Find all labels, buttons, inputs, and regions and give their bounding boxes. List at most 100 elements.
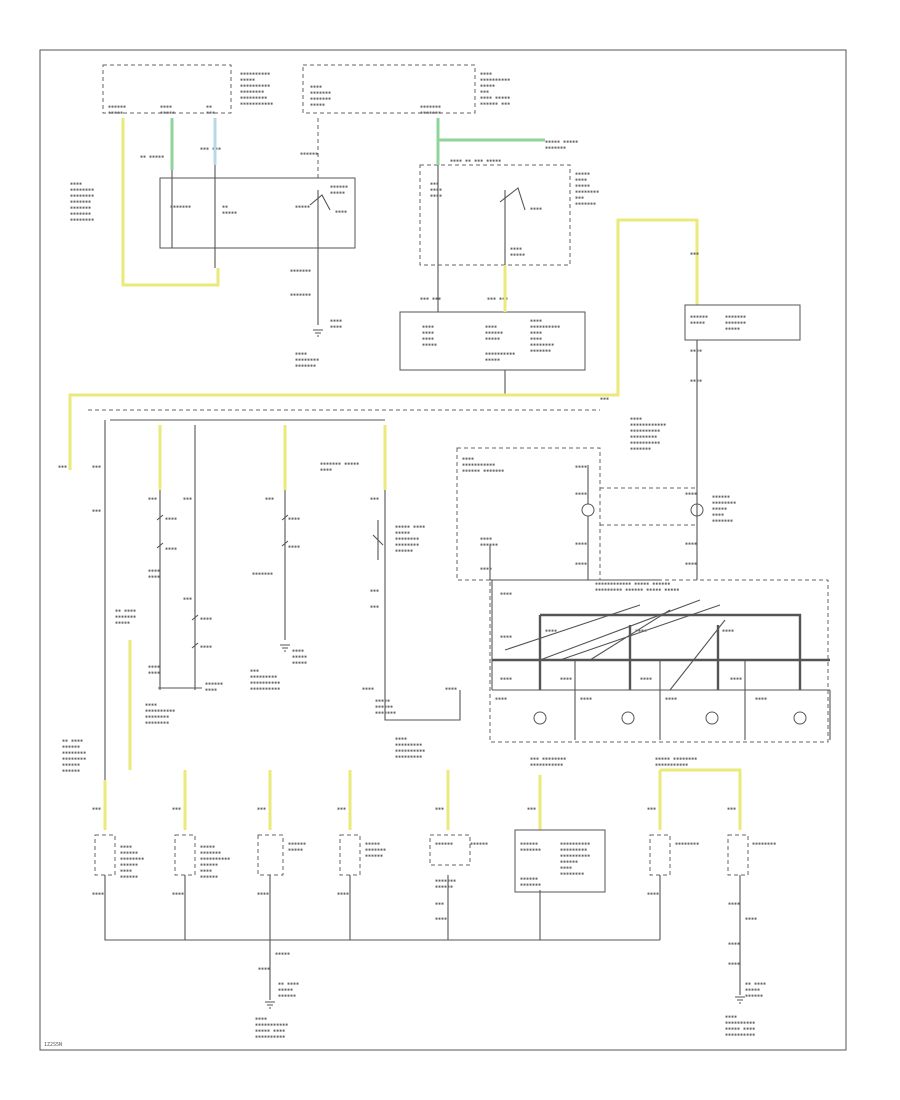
svg-text:▪▪▪: ▪▪▪: [527, 806, 536, 812]
svg-text:▪▪▪: ▪▪▪: [92, 508, 101, 514]
svg-text:▪▪▪▪▪▪▪▪▪▪: ▪▪▪▪▪▪▪▪▪▪: [395, 748, 425, 754]
svg-text:▪▪▪▪: ▪▪▪▪: [422, 330, 434, 336]
svg-text:▪▪▪▪: ▪▪▪▪: [330, 318, 342, 324]
wire-yellow-main-bus: [68, 393, 505, 470]
svg-text:▪▪▪: ▪▪▪: [183, 496, 192, 502]
svg-text:▪▪▪▪▪▪▪: ▪▪▪▪▪▪▪: [575, 201, 596, 207]
svg-text:▪▪▪▪▪▪▪▪▪▪: ▪▪▪▪▪▪▪▪▪▪: [145, 708, 175, 714]
svg-text:▪▪▪▪: ▪▪▪▪: [480, 71, 492, 77]
right-feed: ▪▪▪ ▪▪▪▪▪▪ ▪▪▪▪▪ ▪▪▪▪▪▪▪ ▪▪▪▪▪▪▪ ▪▪▪▪▪ ▪…: [68, 218, 801, 488]
svg-text:▪▪▪▪: ▪▪▪▪: [422, 336, 434, 342]
svg-text:▪▪▪▪: ▪▪▪▪: [640, 676, 652, 682]
svg-text:▪▪▪▪▪▪▪: ▪▪▪▪▪▪▪: [712, 518, 733, 524]
svg-text:▪▪▪: ▪▪▪: [727, 806, 736, 812]
svg-text:▪▪▪▪▪▪▪: ▪▪▪▪▪▪▪: [530, 348, 551, 354]
svg-text:▪▪▪: ▪▪▪: [647, 806, 656, 812]
svg-text:▪▪▪▪▪▪▪▪▪▪: ▪▪▪▪▪▪▪▪▪▪: [725, 1020, 755, 1026]
svg-text:▪▪▪▪▪▪▪▪: ▪▪▪▪▪▪▪▪: [62, 756, 86, 762]
svg-text:▪▪▪▪▪▪: ▪▪▪▪▪▪: [470, 841, 488, 847]
svg-text:▪▪▪: ▪▪▪: [257, 806, 266, 812]
svg-text:▪▪▪▪: ▪▪▪▪: [330, 324, 342, 330]
svg-text:▪▪▪▪▪ ▪▪▪▪: ▪▪▪▪▪ ▪▪▪▪: [725, 1026, 755, 1032]
lamp-7: [649, 834, 671, 876]
switch-contact: [309, 194, 331, 211]
svg-text:▪▪▪ ▪▪▪: ▪▪▪ ▪▪▪: [487, 296, 508, 302]
svg-text:▪▪▪▪▪▪▪: ▪▪▪▪▪▪▪: [520, 847, 541, 853]
svg-text:▪▪▪▪: ▪▪▪▪: [530, 206, 542, 212]
svg-text:▪▪▪▪▪ ▪▪▪▪▪▪▪▪: ▪▪▪▪▪ ▪▪▪▪▪▪▪▪: [655, 756, 697, 762]
svg-text:▪▪▪▪: ▪▪▪▪: [430, 187, 442, 193]
svg-text:▪▪▪▪: ▪▪▪▪: [510, 246, 522, 252]
svg-text:▪▪▪▪: ▪▪▪▪: [530, 318, 542, 324]
svg-text:▪▪▪▪▪▪▪▪▪▪: ▪▪▪▪▪▪▪▪▪▪: [240, 83, 270, 89]
svg-text:▪▪▪▪: ▪▪▪▪: [165, 516, 177, 522]
svg-text:▪▪▪▪: ▪▪▪▪: [690, 348, 702, 354]
svg-text:▪▪▪▪: ▪▪▪▪: [575, 561, 587, 567]
svg-text:▪▪▪▪▪▪▪▪: ▪▪▪▪▪▪▪▪: [712, 500, 736, 506]
svg-text:▪▪▪▪▪▪▪▪▪ ▪▪▪▪▪▪ ▪▪▪▪▪ ▪▪▪▪▪: ▪▪▪▪▪▪▪▪▪ ▪▪▪▪▪▪ ▪▪▪▪▪ ▪▪▪▪▪: [595, 587, 679, 593]
svg-text:▪▪▪▪: ▪▪▪▪: [712, 512, 724, 518]
svg-text:▪▪▪▪: ▪▪▪▪: [722, 628, 734, 634]
svg-text:▪▪▪▪: ▪▪▪▪: [545, 628, 557, 634]
svg-text:▪▪▪▪▪▪▪▪▪▪: ▪▪▪▪▪▪▪▪▪▪: [480, 77, 510, 83]
right-feed-labels: ▪▪▪ ▪▪▪▪▪▪ ▪▪▪▪▪ ▪▪▪▪▪▪▪ ▪▪▪▪▪▪▪ ▪▪▪▪▪ ▪…: [600, 251, 746, 452]
svg-text:▪▪▪▪▪▪▪▪▪: ▪▪▪▪▪▪▪▪▪: [630, 434, 657, 440]
bottom-lamp-labels: ▪▪▪ ▪▪▪ ▪▪▪ ▪▪▪ ▪▪▪ ▪▪▪ ▪▪▪ ▪▪▪ ▪▪▪▪ ▪▪▪…: [92, 756, 776, 1040]
svg-text:▪▪▪▪▪▪▪▪▪▪: ▪▪▪▪▪▪▪▪▪▪: [250, 680, 280, 686]
svg-text:▪▪▪: ▪▪▪: [575, 195, 584, 201]
grid-bulb-2: [621, 711, 635, 725]
svg-text:▪▪▪▪▪▪▪▪: ▪▪▪▪▪▪▪▪: [145, 720, 169, 726]
svg-text:▪▪▪▪▪▪▪▪: ▪▪▪▪▪▪▪▪: [62, 750, 86, 756]
svg-text:▪▪▪▪: ▪▪▪▪: [205, 687, 217, 693]
svg-text:▪▪ ▪▪▪▪: ▪▪ ▪▪▪▪: [745, 981, 766, 987]
svg-text:▪▪▪▪▪▪▪▪▪▪▪: ▪▪▪▪▪▪▪▪▪▪▪: [462, 462, 495, 468]
svg-text:▪▪▪▪: ▪▪▪▪: [728, 901, 740, 907]
svg-text:▪▪▪▪▪▪: ▪▪▪▪▪▪: [120, 862, 138, 868]
svg-text:▪▪▪▪▪▪▪▪▪▪: ▪▪▪▪▪▪▪▪▪▪: [255, 1034, 285, 1040]
svg-text:▪▪▪▪▪: ▪▪▪▪▪: [108, 110, 123, 116]
fuse-block-outline: [102, 64, 232, 114]
middle-bus: ▪▪▪ ▪▪▪ ▪▪▪ ▪▪▪ ▪▪▪▪ ▪▪▪▪ ▪▪▪▪ ▪▪▪▪ ▪▪▪ …: [58, 409, 600, 780]
svg-text:▪▪▪▪: ▪▪▪▪: [200, 616, 212, 622]
svg-text:▪▪▪▪: ▪▪▪▪: [310, 84, 322, 90]
svg-text:▪▪▪▪▪▪▪: ▪▪▪▪▪▪▪: [725, 314, 746, 320]
svg-text:▪▪▪▪▪▪▪▪▪▪▪: ▪▪▪▪▪▪▪▪▪▪▪: [655, 762, 688, 768]
svg-text:▪▪▪: ▪▪▪: [430, 181, 439, 187]
svg-text:▪▪▪▪▪▪: ▪▪▪▪▪▪: [330, 184, 348, 190]
svg-text:▪▪▪▪: ▪▪▪▪: [485, 324, 497, 330]
svg-text:▪▪▪▪: ▪▪▪▪: [148, 574, 160, 580]
svg-text:▪▪▪: ▪▪▪: [172, 806, 181, 812]
svg-text:▪▪▪▪: ▪▪▪▪: [685, 541, 697, 547]
svg-text:▪▪▪▪: ▪▪▪▪: [530, 330, 542, 336]
center-fuse-outline: [302, 64, 476, 114]
svg-text:▪▪▪▪▪▪▪▪: ▪▪▪▪▪▪▪▪: [70, 187, 94, 193]
svg-text:▪▪▪: ▪▪▪: [183, 596, 192, 602]
svg-text:▪▪▪▪: ▪▪▪▪: [200, 644, 212, 650]
svg-text:▪▪▪▪▪▪: ▪▪▪▪▪▪: [485, 330, 503, 336]
wire-yellow-left-1: [121, 118, 220, 287]
svg-text:▪▪▪▪▪▪: ▪▪▪▪▪▪: [120, 874, 138, 880]
svg-text:▪▪▪▪▪: ▪▪▪▪▪: [240, 77, 255, 83]
svg-text:▪▪▪▪▪: ▪▪▪▪▪: [288, 847, 303, 853]
lamp-3: [257, 834, 284, 876]
svg-text:▪▪▪▪: ▪▪▪▪: [480, 566, 492, 572]
svg-text:▪▪▪▪▪▪: ▪▪▪▪▪▪: [745, 993, 763, 999]
svg-text:▪▪▪▪▪: ▪▪▪▪▪: [292, 654, 307, 660]
svg-text:▪▪▪: ▪▪▪: [337, 806, 346, 812]
svg-text:▪▪▪▪▪: ▪▪▪▪▪: [575, 183, 590, 189]
svg-text:▪▪▪▪▪▪: ▪▪▪▪▪▪: [200, 862, 218, 868]
svg-text:▪▪▪▪▪▪▪: ▪▪▪▪▪▪▪: [252, 571, 273, 577]
svg-text:▪▪▪▪▪: ▪▪▪▪▪: [395, 530, 410, 536]
svg-text:▪▪ ▪▪▪▪▪: ▪▪ ▪▪▪▪▪: [140, 154, 164, 160]
svg-text:▪▪▪▪: ▪▪▪▪: [685, 491, 697, 497]
svg-text:▪▪: ▪▪: [222, 204, 228, 210]
svg-text:▪▪▪▪: ▪▪▪▪: [647, 891, 659, 897]
svg-text:▪▪▪▪: ▪▪▪▪: [630, 416, 642, 422]
svg-text:▪▪▪: ▪▪▪: [58, 464, 67, 470]
svg-text:▪▪▪▪▪: ▪▪▪▪▪: [330, 190, 345, 196]
cluster-labels: ▪▪▪▪ ▪▪▪▪▪▪▪▪▪▪▪ ▪▪▪▪▪▪ ▪▪▪▪▪▪▪ ▪▪▪▪ ▪▪▪…: [462, 456, 736, 593]
svg-text:▪▪▪▪: ▪▪▪▪: [92, 891, 104, 897]
svg-text:▪▪▪▪▪: ▪▪▪▪▪: [745, 987, 760, 993]
